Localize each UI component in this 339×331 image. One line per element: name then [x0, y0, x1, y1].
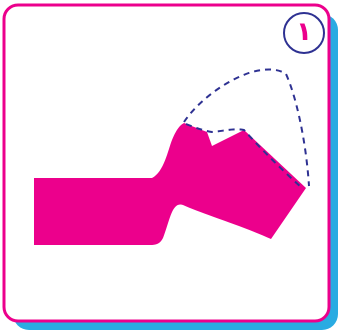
step-number-label: ١: [296, 19, 312, 45]
step-number-badge-icon: ١: [283, 12, 325, 54]
